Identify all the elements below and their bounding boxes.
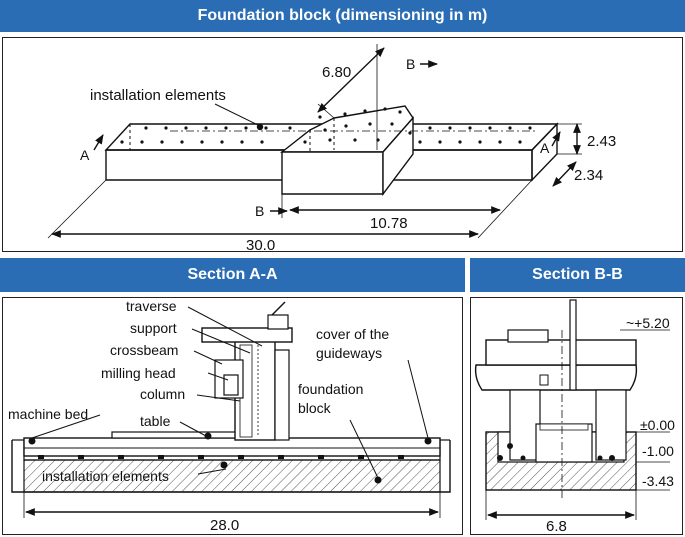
cut-a-left-arrow — [93, 134, 104, 151]
cut-a-left-label: A — [80, 147, 90, 163]
milling-head-label: milling head — [101, 365, 176, 381]
bb-anchors — [497, 443, 615, 461]
top-installation-dots — [120, 107, 532, 144]
table-label: table — [140, 413, 171, 429]
bb-traverse-arms — [474, 364, 638, 391]
dim-width-label: 6.80 — [322, 64, 351, 81]
section-aa-anchors — [28, 432, 432, 484]
cut-b-top-label: B — [406, 56, 415, 72]
section-aa-header: Section A-A — [0, 258, 465, 292]
traverse-label: traverse — [126, 298, 177, 314]
dim-length-b-label: 10.78 — [370, 215, 408, 232]
section-bb-title: Section B-B — [532, 266, 623, 283]
installation-elements-aa-label: installation elements — [42, 468, 169, 484]
bb-level-top: ~+5.20 — [626, 315, 670, 331]
dim-bb-width-label: 6.8 — [546, 518, 567, 535]
cross-block-front-face — [281, 151, 384, 195]
installation-elements-label: installation elements — [90, 87, 226, 104]
bb-level-bottom: -3.43 — [642, 473, 674, 489]
foundation-header: Foundation block (dimensioning in m) — [0, 0, 685, 32]
dim-aa-length-label: 28.0 — [210, 517, 239, 534]
dim-width-line — [317, 47, 385, 113]
dim-length-total-label: 30.0 — [246, 237, 275, 254]
dim-depth-label: 2.34 — [574, 167, 603, 184]
section-aa-drawing — [11, 301, 451, 493]
bb-spindle — [569, 299, 577, 391]
machine-bed — [23, 437, 441, 457]
cut-b-bottom-label: B — [255, 203, 264, 219]
installation-elements-leader — [214, 103, 259, 126]
crossbeam-label: crossbeam — [110, 342, 178, 358]
cross-block-side-face — [382, 116, 414, 197]
foundation-block-label-2: block — [298, 400, 332, 416]
support-label: support — [130, 320, 177, 336]
bb-level-minus1: -1.00 — [642, 443, 674, 459]
foundation-block-drawing — [104, 105, 559, 197]
dim-depth-line — [552, 161, 577, 187]
foundation-block-label-1: foundation — [298, 381, 363, 397]
cover-guideways-label-2: guideways — [316, 345, 382, 361]
machine-traverse — [201, 327, 293, 343]
bb-column-right — [595, 389, 627, 461]
foundation-hatch — [23, 459, 441, 493]
section-bb-drawing — [474, 299, 638, 500]
cut-a-right-arrow — [551, 131, 561, 147]
section-aa-title: Section A-A — [187, 266, 278, 283]
section-bb-header: Section B-B — [470, 258, 685, 292]
cover-guideways-label-1: cover of the — [316, 326, 389, 342]
dim-height-label: 2.43 — [587, 133, 616, 150]
machine-milling-head — [223, 374, 239, 396]
bb-level-zero: ±0.00 — [640, 417, 675, 433]
foundation-title: Foundation block (dimensioning in m) — [197, 7, 488, 24]
machine-support — [267, 314, 289, 330]
dim-width-ext1 — [317, 103, 335, 119]
installation-element-marker — [256, 123, 264, 131]
machine-bed-label: machine bed — [8, 406, 88, 422]
cut-a-right-label: A — [540, 140, 550, 156]
column-label: column — [140, 386, 185, 402]
bb-upper-frame — [485, 339, 637, 366]
section-aa-leaders — [31, 306, 429, 479]
